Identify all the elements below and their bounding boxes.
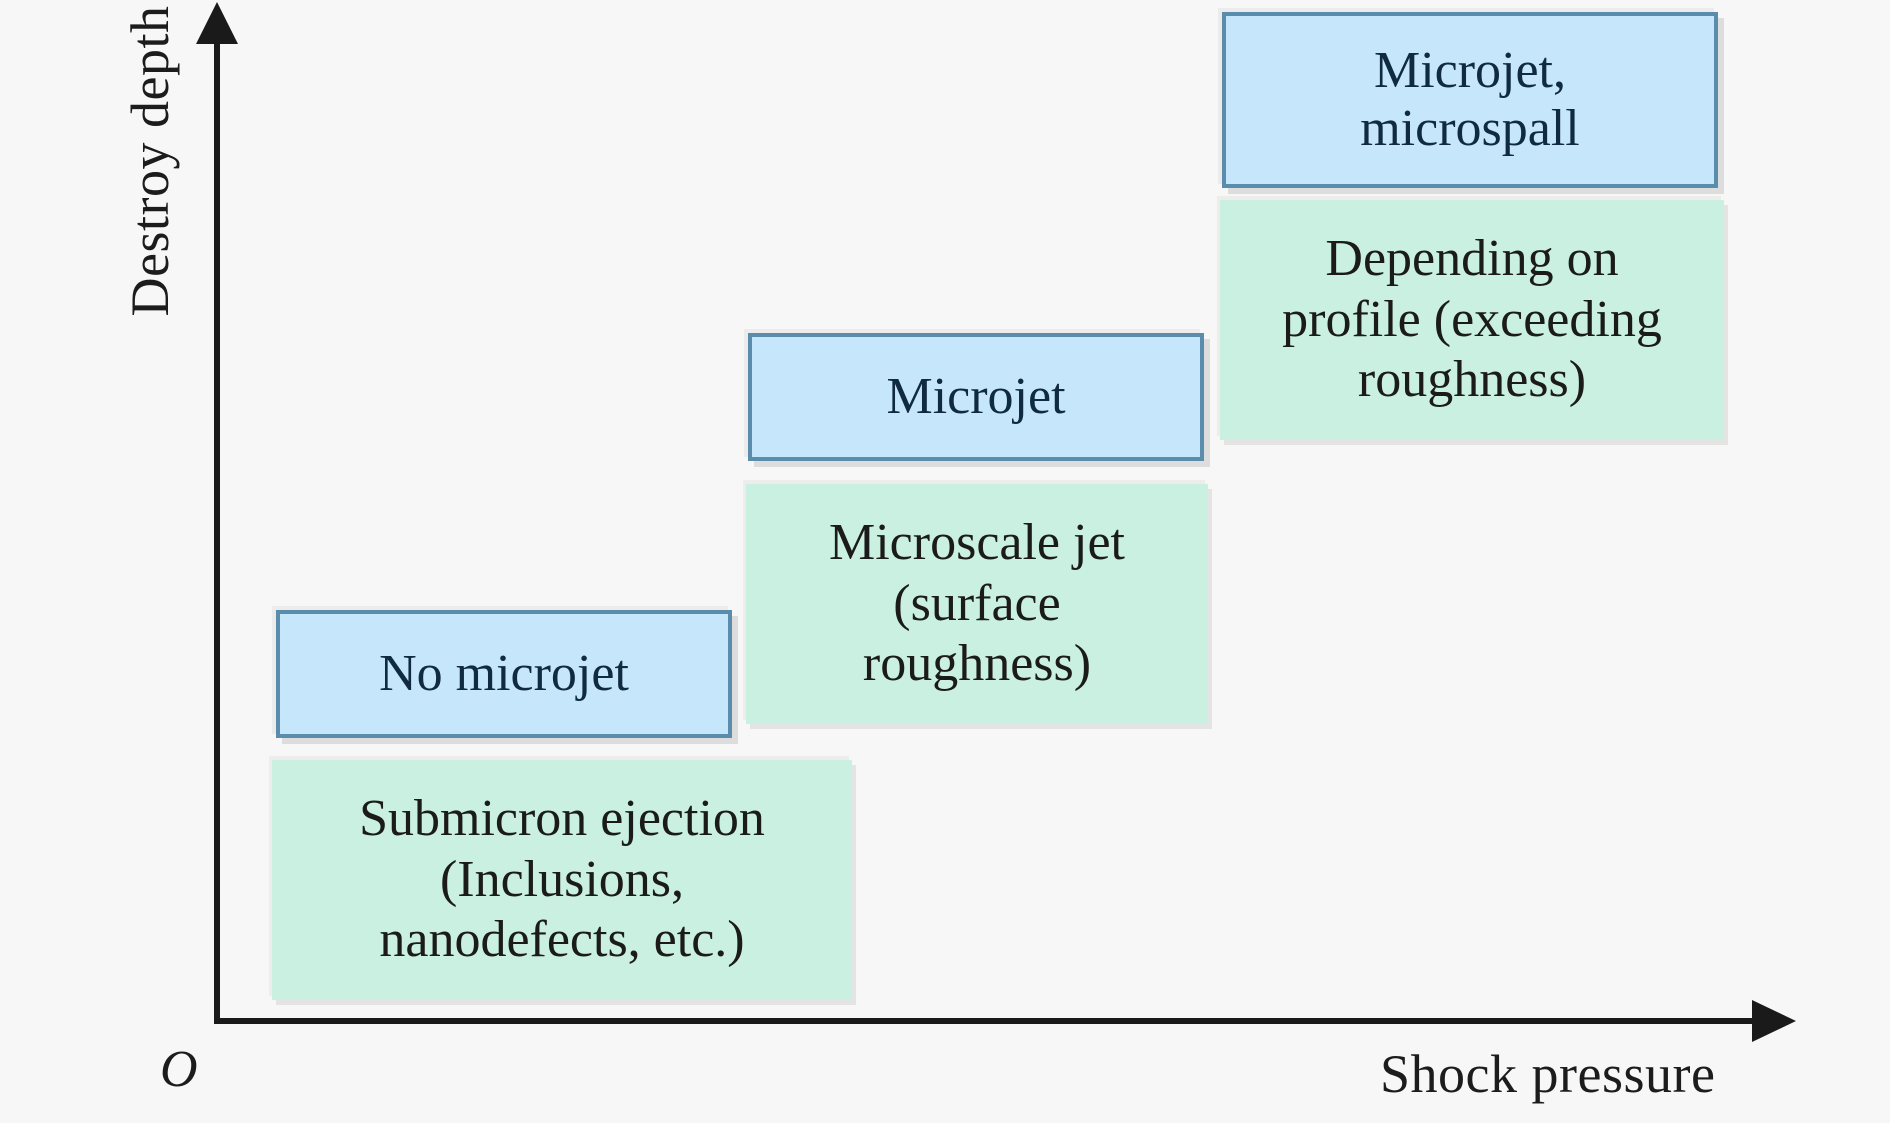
- x-axis-label: Shock pressure: [1380, 1044, 1716, 1104]
- regime-box-no-microjet: No microjet: [276, 610, 732, 738]
- description-text: Microscale jet (surface roughness): [829, 513, 1125, 693]
- description-box-depending-on-profile: Depending on profile (exceeding roughnes…: [1220, 200, 1724, 440]
- y-axis-label: Destroy depth: [120, 5, 180, 317]
- description-box-microscale-jet: Microscale jet (surface roughness): [746, 484, 1208, 724]
- regime-label: Microjet, microspall: [1360, 41, 1580, 157]
- y-axis-line: [214, 30, 220, 1024]
- regime-label: Microjet: [886, 367, 1066, 425]
- arrow-right-icon: [1752, 1000, 1796, 1042]
- description-text: Depending on profile (exceeding roughnes…: [1282, 229, 1662, 409]
- regime-box-microjet: Microjet: [748, 333, 1204, 461]
- description-text: Submicron ejection (Inclusions, nanodefe…: [359, 789, 765, 969]
- regime-box-microjet-microspall: Microjet, microspall: [1222, 12, 1718, 188]
- regime-label: No microjet: [379, 644, 629, 702]
- arrow-up-icon: [196, 2, 238, 44]
- x-axis-line: [214, 1018, 1774, 1024]
- description-box-submicron-ejection: Submicron ejection (Inclusions, nanodefe…: [272, 760, 852, 1000]
- origin-label: O: [160, 1041, 198, 1098]
